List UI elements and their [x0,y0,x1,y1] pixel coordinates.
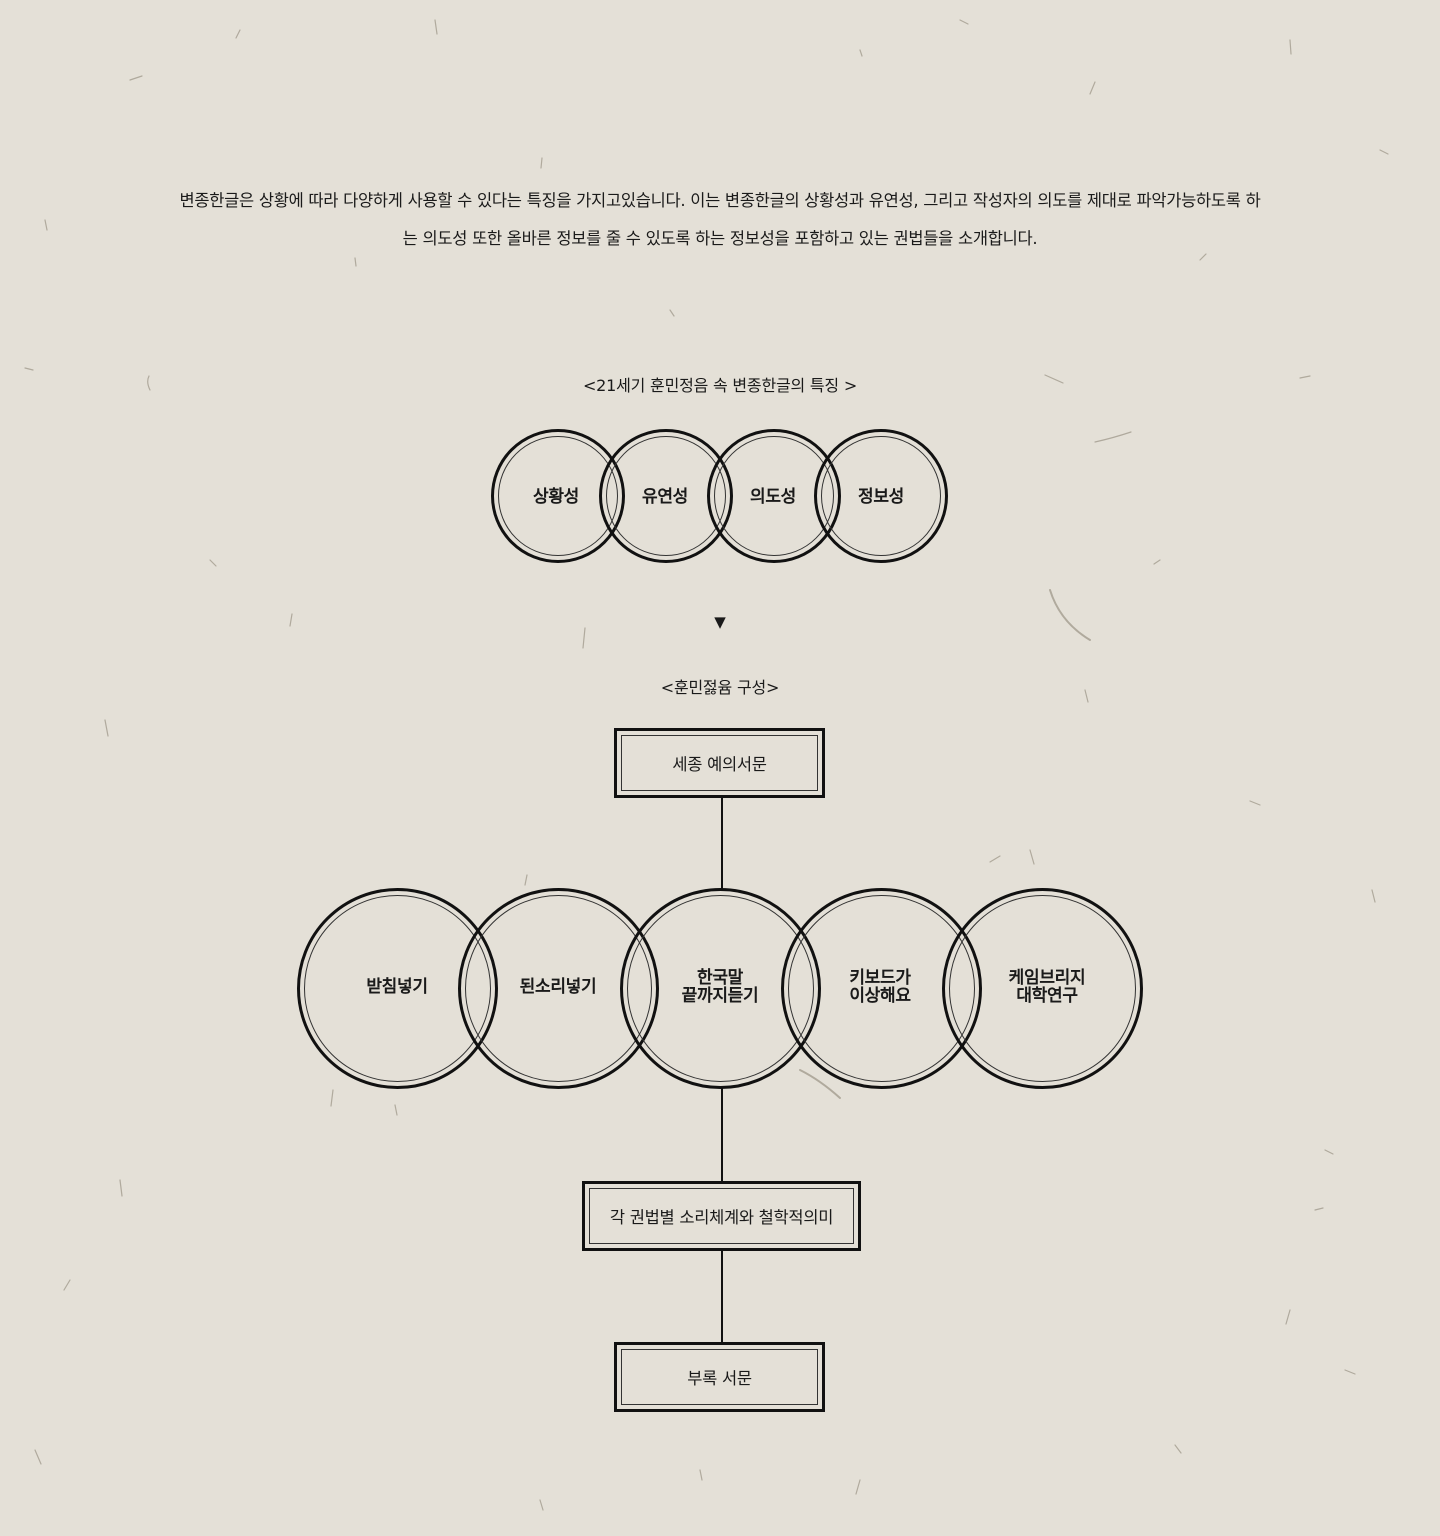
middle-box: 각 권법별 소리체계와 철학적의미 [582,1181,861,1251]
bottom-box: 부록 서문 [614,1342,825,1412]
method-label-1-line-1: 받침넣기 [366,977,428,997]
top-box: 세종 예의서문 [614,728,825,798]
method-label-1: 받침넣기 [317,978,477,996]
down-arrow-icon: ▼ [714,613,726,631]
method-label-3-line-2: 끝까지듣기 [681,986,759,1006]
features-caption: <21세기 훈민정음 속 변종한글의 특징 > [582,376,858,395]
method-label-2: 된소리넣기 [478,978,638,996]
structure-caption: <훈민젏윰 구성> [660,678,780,697]
method-label-5: 케임브리지 대학연구 [967,969,1127,1005]
feature-label-3: 의도성 [749,487,797,507]
method-label-5-line-1: 케임브리지 [1008,968,1086,988]
feature-label-2: 유연성 [641,487,689,507]
bottom-box-label: 부록 서문 [687,1369,752,1388]
intro-line-1: 변종한글은 상황에 따라 다양하게 사용할 수 있다는 특징을 가지고있습니다.… [179,191,1261,210]
connector-line-top [721,796,723,890]
method-circle-5 [942,888,1143,1089]
method-label-3-line-1: 한국말 [696,968,744,988]
feature-circle-4 [814,429,948,563]
connector-line-bottom [721,1248,723,1344]
method-label-4: 키보드가 이상해요 [800,969,960,1005]
intro-line-2: 는 의도성 또한 올바른 정보를 줄 수 있도록 하는 정보성을 포함하고 있는… [402,229,1038,248]
feature-label-4: 정보성 [857,487,905,507]
method-label-5-line-2: 대학연구 [1016,986,1078,1006]
intro-paragraph: 변종한글은 상황에 따라 다양하게 사용할 수 있다는 특징을 가지고있습니다.… [150,182,1290,258]
feature-label-1: 상황성 [532,487,580,507]
method-label-2-line-1: 된소리넣기 [519,977,597,997]
top-box-label: 세종 예의서문 [672,755,767,774]
method-label-4-line-1: 키보드가 [849,968,911,988]
method-label-4-line-2: 이상해요 [849,986,911,1006]
middle-box-label: 각 권법별 소리체계와 철학적의미 [609,1208,834,1227]
method-label-3: 한국말 끝까지듣기 [640,969,800,1005]
connector-line-middle [721,1087,723,1183]
